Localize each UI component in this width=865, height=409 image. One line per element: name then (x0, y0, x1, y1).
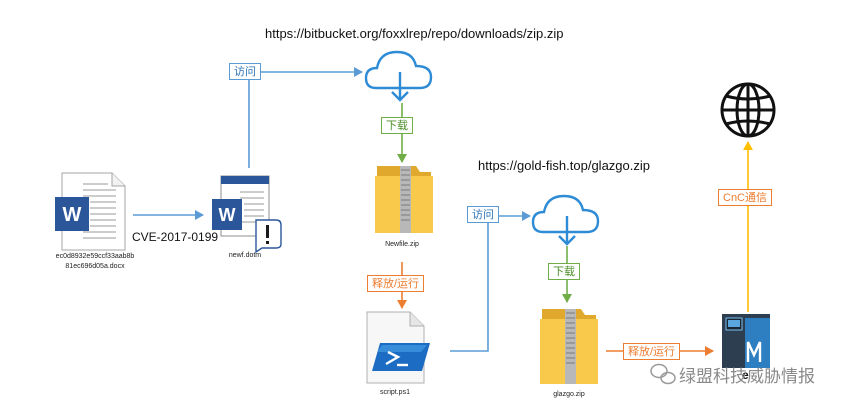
svg-text:W: W (219, 205, 236, 225)
docx-filename-line2: 81ec696d05a.docx (65, 263, 125, 270)
wechat-icon (650, 363, 676, 385)
tag-release-run-1: 释放/运行 (367, 275, 425, 292)
tag-visit-2: 访问 (467, 206, 499, 223)
arrow-visit-1 (248, 67, 363, 168)
cve-label: CVE-2017-0199 (132, 230, 219, 244)
tag-release-run-2: 释放/运行 (623, 343, 681, 360)
zip-folder-icon-2 (540, 309, 598, 384)
svg-text:W: W (63, 204, 82, 226)
cloud-download-icon-2 (531, 194, 600, 246)
url-goldfish: https://gold-fish.top/glazgo.zip (478, 158, 650, 173)
watermark: 绿盟科技威胁情报 (679, 367, 815, 387)
docx-filename-line1: ec0d8932e59ccf33aab8b (55, 253, 135, 260)
docx-filename: ec0d8932e59ccf33aab8b 81ec696d05a.docx (50, 252, 140, 272)
url-bitbucket: https://bitbucket.org/foxxlrep/repo/down… (265, 26, 564, 41)
tag-cnc: CnC通信 (718, 189, 773, 206)
arrow-visit-2 (450, 211, 531, 352)
newfile-zip-filename: Newfile.zip (385, 241, 419, 248)
exe-filename: e (742, 368, 749, 382)
tag-visit-1: 访问 (229, 63, 261, 80)
warning-icon (255, 219, 282, 254)
glazgo-zip-filename: glazgo.zip (553, 391, 585, 398)
powershell-script-icon (366, 311, 430, 384)
cloud-download-icon-1 (364, 50, 433, 102)
globe-icon (720, 82, 776, 138)
tag-download-1: 下载 (381, 117, 413, 134)
script-filename: script.ps1 (380, 389, 410, 396)
executable-icon (722, 314, 770, 368)
zip-folder-icon-1 (375, 166, 433, 233)
dotm-filename: newf.dotm (228, 252, 262, 259)
tag-download-2: 下载 (548, 263, 580, 280)
word-docx-icon: W (55, 172, 126, 251)
